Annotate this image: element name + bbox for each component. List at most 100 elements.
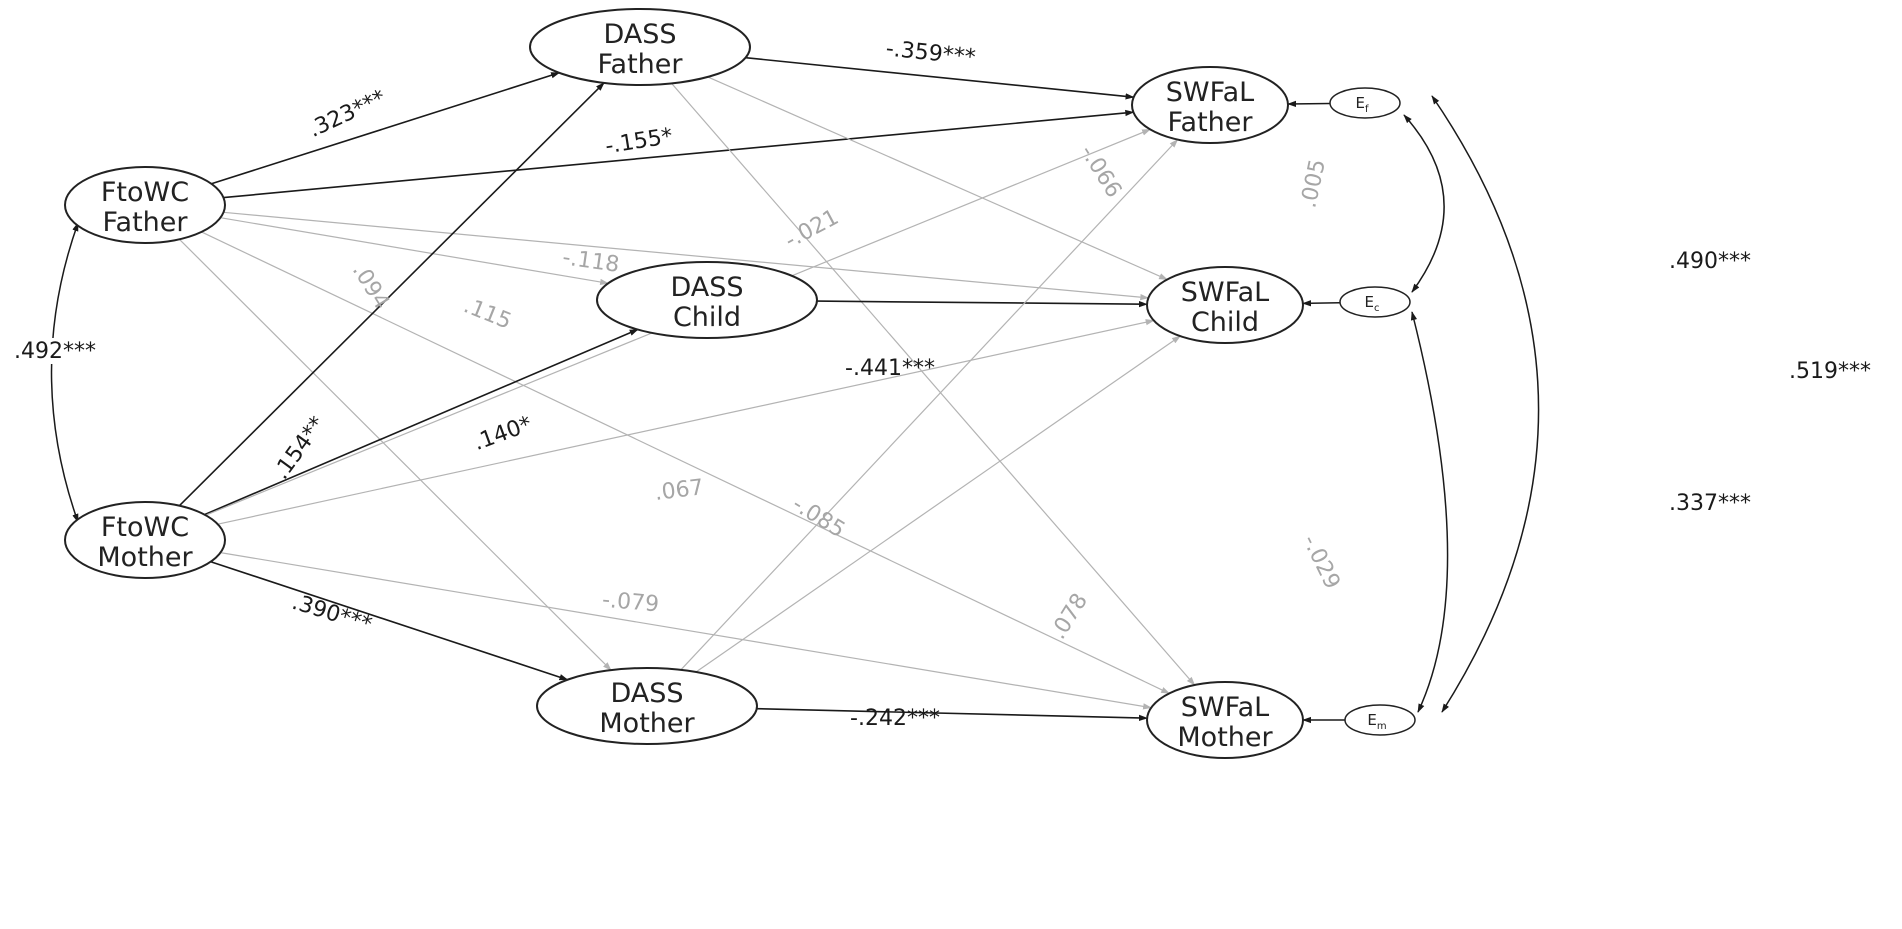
node-ellipse: [596, 261, 818, 339]
error-term-e-c: Ec: [1339, 286, 1411, 318]
path-dass-mother-to-swfal-father: [680, 138, 1179, 671]
path-coefficient-label: -.155*: [603, 124, 674, 159]
node-label-line1: FtoWC: [101, 177, 189, 208]
path-coefficient-label: -.441***: [845, 356, 935, 381]
covariance-e-f-e-m: [1431, 95, 1540, 713]
path-ftowc-father-to-swfal-father: [223, 109, 1135, 199]
error-term-subscript: c: [1374, 303, 1380, 314]
covariance-label-backing: [1784, 358, 1876, 384]
node-label-line2: Child: [673, 302, 741, 333]
node-ellipse: [1146, 266, 1304, 344]
node-label-line1: SWFaL: [1166, 77, 1254, 108]
error-ellipse: [1329, 87, 1401, 119]
covariance-coefficient-label: .519***: [1789, 359, 1871, 384]
path-coefficient-label: .323***: [305, 85, 390, 142]
path-coefficient-label: -.029: [1297, 531, 1344, 593]
path-coefficient-label: .078: [1046, 589, 1093, 644]
path-coefficient-label: .067: [653, 475, 705, 506]
path-ftowc-mother-to-swfal-child: [217, 319, 1155, 525]
node-label-line2: Mother: [599, 708, 695, 739]
node-label-line2: Mother: [97, 542, 193, 573]
path-dass-child-to-swfal-child: [816, 300, 1148, 308]
error-term-label: Ec: [1365, 293, 1380, 314]
error-ellipse: [1344, 704, 1416, 736]
node-ellipse: [1131, 66, 1289, 144]
path-coefficient-label: .094: [347, 259, 394, 314]
node-ellipse: [1146, 681, 1304, 759]
node-label-line2: Mother: [1177, 722, 1273, 753]
path-ftowc-father-to-swfal-child: [223, 211, 1150, 301]
node-label-line2: Father: [597, 49, 683, 80]
node-label-line1: DASS: [670, 272, 743, 303]
path-coefficient-label: .390***: [289, 590, 375, 638]
path-ftowc-mother-to-dass-child: [204, 328, 639, 516]
error-term-label: Ef: [1355, 94, 1368, 115]
node-label-line2: Father: [1167, 107, 1253, 138]
error-term-base: E: [1367, 711, 1376, 729]
error-path-e-c: [1302, 300, 1341, 307]
path-ftowc-mother-to-swfal-mother: [220, 552, 1153, 710]
node-label-line1: SWFaL: [1181, 692, 1269, 723]
path-coefficient-label: .115: [460, 293, 515, 335]
path-ftowc-father-to-dass-mother: [178, 238, 612, 671]
node-ellipse: [64, 501, 226, 579]
covariance-e-f-e-c: [1403, 114, 1445, 293]
path-ftowc-mother-to-dass-father: [178, 82, 605, 507]
error-term-subscript: m: [1377, 721, 1387, 732]
path-coefficient-label: .005: [1296, 157, 1331, 210]
covariance-layer: [50, 95, 1540, 713]
path-coefficient-label: -.021: [781, 205, 843, 254]
node-label-line1: DASS: [603, 19, 676, 50]
path-dass-mother-to-swfal-child: [695, 335, 1181, 673]
node-label-line1: DASS: [610, 678, 683, 709]
node-label-line1: SWFaL: [1181, 277, 1269, 308]
node-layer: FtoWCFatherFtoWCMotherDASSFatherDASSChil…: [64, 8, 1416, 759]
path-coefficient-label: -.079: [601, 588, 660, 618]
node-ellipse: [64, 166, 226, 244]
path-ftowc-father-to-dass-father: [211, 72, 561, 185]
error-ellipse: [1339, 286, 1411, 318]
path-coefficient-label: .140*: [470, 412, 535, 456]
path-coefficient-label: -.118: [561, 245, 621, 278]
node-ellipse: [536, 667, 758, 745]
coefficient-label-layer: .323***-.155*-.118.115.094-.085.154**.14…: [9, 36, 1876, 731]
path-dass-father-to-swfal-father: [745, 56, 1135, 100]
path-dass-mother-to-swfal-mother: [756, 707, 1148, 722]
path-dass-father-to-swfal-mother: [671, 83, 1196, 686]
covariance-ftowc-father-ftowc-mother: [50, 222, 79, 523]
error-term-label: Em: [1367, 711, 1386, 732]
error-term-base: E: [1365, 293, 1374, 311]
covariance-coefficient-label: .492***: [14, 339, 96, 364]
covariance-coefficient-label: .490***: [1669, 249, 1751, 274]
node-label-line2: Child: [1191, 307, 1259, 338]
path-coefficient-label: -.066: [1075, 141, 1126, 203]
node-label-line1: FtoWC: [101, 512, 189, 543]
covariance-label-backing: [1664, 490, 1756, 516]
path-ftowc-father-to-swfal-mother: [201, 231, 1171, 694]
error-term-subscript: f: [1365, 104, 1369, 115]
error-path-e-f: [1287, 100, 1331, 108]
node-ellipse: [529, 8, 751, 86]
covariance-label-backing: [1664, 248, 1756, 274]
error-term-base: E: [1355, 94, 1364, 112]
path-coefficient-label: -.242***: [850, 706, 940, 731]
error-term-e-m: Em: [1344, 704, 1416, 736]
error-term-e-f: Ef: [1329, 87, 1401, 119]
covariance-e-c-e-m: [1410, 311, 1449, 713]
path-ftowc-mother-to-dass-mother: [210, 560, 569, 681]
covariance-coefficient-label: .337***: [1669, 491, 1751, 516]
path-dass-father-to-swfal-child: [707, 76, 1169, 281]
path-coefficient-label: -.359***: [885, 36, 977, 70]
path-ftowc-father-to-dass-child: [220, 217, 610, 286]
node-label-line2: Father: [102, 207, 188, 238]
covariance-label-backing: [9, 338, 101, 364]
